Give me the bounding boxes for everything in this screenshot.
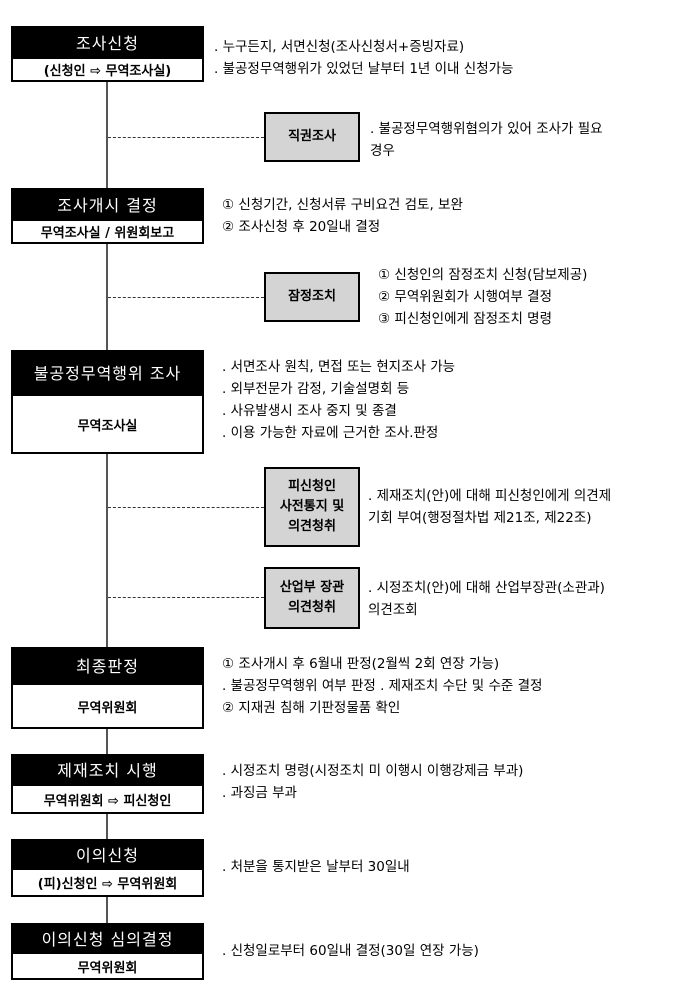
side-step-ministry-opinion: 산업부 장관 의견청취	[264, 567, 360, 629]
stage-subtitle: 무역위원회	[77, 960, 138, 976]
connector-dashed	[108, 137, 264, 138]
stage-title: 최종판정	[13, 649, 202, 685]
note-line: . 시정조치(안)에 대해 산업부장관(소관과)	[368, 580, 605, 596]
stage-notes: . 시정조치 명령(시정조치 미 이행시 이행강제금 부과) . 과징금 부과	[222, 760, 523, 804]
note-line: ② 조사신청 후 20일내 결정	[222, 219, 381, 235]
stage-final-decision: 최종판정 무역위원회	[11, 647, 204, 729]
side-step-notes: . 시정조치(안)에 대해 산업부장관(소관과) 의견조회	[368, 577, 605, 621]
stage-title: 제재조치 시행	[13, 756, 202, 786]
stage-subtitle: 무역조사실	[77, 418, 138, 434]
side-step-notes: . 불공정무역행위혐의가 있어 조사가 필요 경우	[370, 118, 699, 162]
stage-notes: . 서면조사 원칙, 면접 또는 현지조사 가능 . 외부전문가 감정, 기술설…	[222, 356, 455, 444]
stage-subtitle: 무역위원회 ⇨ 피신청인	[43, 793, 172, 809]
side-step-notes: ① 신청인의 잠정조치 신청(담보제공) ② 무역위원회가 시행여부 결정 ③ …	[378, 264, 587, 330]
stage-subtitle: 무역조사실 / 위원회보고	[40, 226, 175, 241]
stage-objection-review-decision: 이의신청 심의결정 무역위원회	[11, 923, 204, 980]
note-line: . 서면조사 원칙, 면접 또는 현지조사 가능	[222, 359, 456, 375]
connector-dashed	[108, 297, 264, 298]
side-step-label: 직권조사	[288, 129, 336, 144]
side-step-label: 피신청인 사전통지 및 의견청취	[279, 479, 345, 534]
note-line: ① 신청인의 잠정조치 신청(담보제공)	[378, 267, 588, 283]
note-line: ③ 피신청인에게 잠정조치 명령	[378, 311, 553, 327]
note-line: ② 지재권 침해 기판정물품 확인	[222, 700, 401, 716]
note-line: . 과징금 부과	[222, 785, 297, 801]
note-line: ① 신청기간, 신청서류 구비요건 검토, 보완	[222, 197, 463, 213]
note-line: . 제재조치(안)에 대해 피신청인에게 의견제	[368, 488, 612, 504]
flow-spine	[106, 80, 108, 940]
note-line: . 불공정무역행위가 있었던 날부터 1년 이내 신청가능	[214, 61, 514, 77]
stage-title: 조사개시 결정	[13, 190, 202, 221]
connector-dashed	[108, 597, 264, 598]
stage-notes: ① 신청기간, 신청서류 구비요건 검토, 보완 ② 조사신청 후 20일내 결…	[222, 194, 463, 238]
side-step-notes: . 제재조치(안)에 대해 피신청인에게 의견제 기회 부여(행정절차법 제21…	[368, 485, 699, 529]
side-step-respondent-notice-hearing: 피신청인 사전통지 및 의견청취	[264, 467, 360, 547]
stage-objection: 이의신청 (피)신청인 ⇨ 무역위원회	[11, 839, 204, 897]
stage-title: 이의신청 심의결정	[13, 925, 202, 954]
note-line: . 불공정무역행위혐의가 있어 조사가 필요	[370, 121, 603, 137]
stage-subtitle: (피)신청인 ⇨ 무역위원회	[37, 877, 178, 892]
stage-notes: . 신청일로부터 60일내 결정(30일 연장 가능)	[222, 940, 479, 962]
note-line: . 사유발생시 조사 중지 및 종결	[222, 403, 397, 419]
stage-subtitle: (신청인 ⇨ 무역조사실)	[43, 64, 172, 79]
stage-notes: . 처분을 통지받은 날부터 30일내	[222, 856, 410, 878]
connector-dashed	[108, 507, 264, 508]
stage-investigation-start-decision: 조사개시 결정 무역조사실 / 위원회보고	[11, 188, 204, 244]
stage-title: 조사신청	[13, 28, 202, 59]
note-line: . 외부전문가 감정, 기술설명회 등	[222, 381, 410, 397]
stage-investigation-request: 조사신청 (신청인 ⇨ 무역조사실)	[11, 26, 204, 82]
note-line: 경우	[370, 143, 395, 159]
stage-notes: . 누구든지, 서면신청(조사신청서+증빙자료) . 불공정무역행위가 있었던 …	[214, 36, 513, 80]
note-line: . 시정조치 명령(시정조치 미 이행시 이행강제금 부과)	[222, 763, 524, 779]
stage-notes: ① 조사개시 후 6월내 판정(2월씩 2회 연장 가능) . 불공정무역행위 …	[222, 653, 542, 719]
stage-subtitle: 무역위원회	[77, 700, 138, 716]
note-line: . 누구든지, 서면신청(조사신청서+증빙자료)	[214, 39, 465, 55]
note-line: . 신청일로부터 60일내 결정(30일 연장 가능)	[222, 943, 479, 959]
side-step-label: 산업부 장관 의견청취	[279, 580, 345, 615]
note-line: 의견조회	[368, 602, 418, 618]
note-line: . 이용 가능한 자료에 근거한 조사.판정	[222, 425, 439, 441]
side-step-label: 잠정조치	[288, 289, 336, 304]
stage-sanction-enforcement: 제재조치 시행 무역위원회 ⇨ 피신청인	[11, 754, 204, 814]
stage-title: 이의신청	[13, 841, 202, 870]
stage-title: 불공정무역행위 조사	[13, 352, 202, 396]
note-line: 기회 부여(행정절차법 제21조, 제22조)	[368, 510, 592, 526]
note-line: . 불공정무역행위 여부 판정 . 제재조치 수단 및 수준 결정	[222, 678, 543, 694]
note-line: ① 조사개시 후 6월내 판정(2월씩 2회 연장 가능)	[222, 656, 500, 672]
note-line: ② 무역위원회가 시행여부 결정	[378, 289, 553, 305]
note-line: . 처분을 통지받은 날부터 30일내	[222, 859, 410, 875]
side-step-provisional-measures: 잠정조치	[264, 272, 360, 322]
stage-unfair-trade-investigation: 불공정무역행위 조사 무역조사실	[11, 350, 204, 454]
side-step-ex-officio-investigation: 직권조사	[264, 112, 360, 162]
